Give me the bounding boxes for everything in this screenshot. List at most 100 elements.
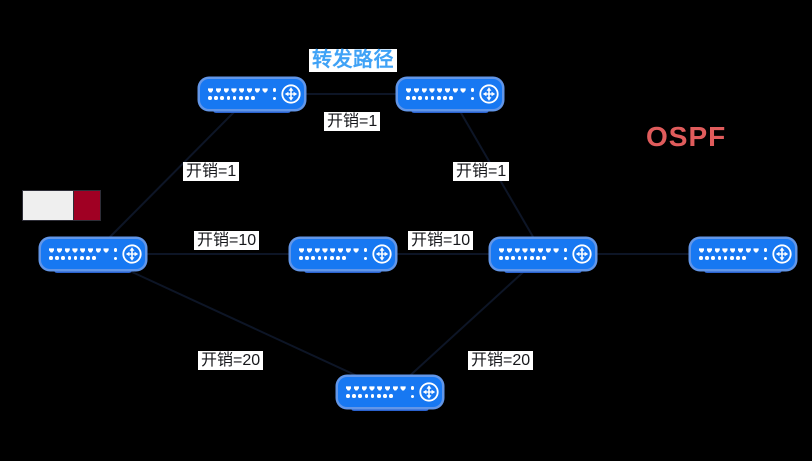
router-arrows-icon bbox=[372, 244, 392, 264]
led-dot-icon bbox=[220, 96, 224, 100]
led-dot-icon bbox=[299, 256, 303, 260]
led-dot-icon bbox=[389, 394, 393, 398]
port-icon bbox=[530, 248, 536, 253]
router-mid-3[interactable] bbox=[491, 239, 595, 275]
led-dot-icon bbox=[208, 96, 212, 100]
led-dot-icon bbox=[383, 394, 387, 398]
router-ports bbox=[406, 88, 466, 100]
led-dot-icon bbox=[406, 96, 410, 100]
led-dot-icon bbox=[529, 256, 534, 260]
port-icon bbox=[369, 386, 375, 391]
led-dot-icon bbox=[61, 256, 65, 260]
port-row-top bbox=[299, 248, 359, 253]
router-chassis bbox=[491, 239, 595, 269]
router-mid-dest[interactable] bbox=[691, 239, 795, 275]
led-dot-icon bbox=[55, 256, 59, 260]
link-line bbox=[92, 93, 253, 255]
port-icon bbox=[223, 88, 229, 93]
led-dot-icon bbox=[711, 256, 715, 260]
port-icon bbox=[239, 88, 245, 93]
router-chassis bbox=[200, 79, 304, 109]
link-line bbox=[391, 253, 544, 393]
port-icon bbox=[353, 248, 359, 253]
separator-dots bbox=[470, 88, 474, 100]
port-icon bbox=[103, 248, 109, 253]
router-ports bbox=[49, 248, 109, 260]
led-dot-icon bbox=[430, 96, 435, 100]
port-icon bbox=[64, 248, 70, 253]
separator-dots bbox=[363, 248, 367, 260]
led-dot-icon bbox=[705, 256, 709, 260]
port-icon bbox=[421, 88, 427, 93]
router-bottom[interactable] bbox=[338, 377, 442, 413]
port-icon bbox=[413, 88, 419, 93]
port-icon bbox=[499, 248, 505, 253]
led-dot-icon bbox=[418, 96, 422, 100]
router-arrows-icon bbox=[281, 84, 301, 104]
led-dot-icon bbox=[342, 256, 346, 260]
led-dot-icon bbox=[517, 256, 522, 260]
port-icon bbox=[215, 88, 221, 93]
port-icon bbox=[730, 248, 736, 253]
led-dot-icon bbox=[311, 256, 315, 260]
port-icon bbox=[72, 248, 78, 253]
led-dot-icon bbox=[251, 96, 255, 100]
led-dot-icon bbox=[742, 256, 746, 260]
led-dot-icon bbox=[238, 96, 243, 100]
led-dot-icon bbox=[443, 96, 447, 100]
led-dot-icon bbox=[329, 256, 334, 260]
port-icon bbox=[299, 248, 305, 253]
port-icon bbox=[745, 248, 751, 253]
cost-label: 开销=10 bbox=[408, 231, 474, 251]
port-icon bbox=[361, 386, 367, 391]
led-dot-icon bbox=[729, 256, 734, 260]
port-icon bbox=[537, 248, 544, 253]
port-icon bbox=[737, 248, 744, 253]
cost-label: 开销=1 bbox=[453, 162, 510, 182]
port-icon bbox=[87, 248, 94, 253]
led-dot-icon bbox=[449, 96, 453, 100]
port-icon bbox=[706, 248, 712, 253]
port-row-bottom bbox=[49, 256, 109, 260]
router-arrows-icon bbox=[772, 244, 792, 264]
port-icon bbox=[506, 248, 512, 253]
led-dot-icon bbox=[317, 256, 322, 260]
router-arrows-icon bbox=[479, 84, 499, 104]
forwarding-path-title: 转发路径 bbox=[309, 49, 397, 72]
led-dot-icon bbox=[364, 394, 369, 398]
led-dot-icon bbox=[245, 96, 249, 100]
led-dot-icon bbox=[358, 394, 362, 398]
cost-label: 开销=10 bbox=[194, 231, 260, 251]
flag-marker bbox=[22, 190, 101, 221]
router-ports bbox=[299, 248, 359, 260]
router-arrows-icon bbox=[572, 244, 592, 264]
port-row-bottom bbox=[208, 96, 268, 100]
port-icon bbox=[722, 248, 728, 253]
port-icon bbox=[400, 386, 406, 391]
port-icon bbox=[384, 386, 391, 391]
port-row-bottom bbox=[346, 394, 406, 398]
port-row-top bbox=[208, 88, 268, 93]
cost-label: 开销=20 bbox=[198, 351, 264, 371]
led-dot-icon bbox=[542, 256, 546, 260]
router-top-right[interactable] bbox=[398, 79, 502, 115]
port-icon bbox=[337, 248, 344, 253]
port-row-bottom bbox=[299, 256, 359, 260]
router-chassis bbox=[398, 79, 502, 109]
led-dot-icon bbox=[370, 394, 375, 398]
port-icon bbox=[699, 248, 705, 253]
port-icon bbox=[345, 248, 351, 253]
router-mid-source[interactable] bbox=[41, 239, 145, 275]
port-icon bbox=[514, 248, 520, 253]
led-dot-icon bbox=[346, 394, 350, 398]
port-icon bbox=[262, 88, 268, 93]
port-row-top bbox=[499, 248, 559, 253]
router-chassis bbox=[338, 377, 442, 407]
separator-dots bbox=[763, 248, 767, 260]
led-dot-icon bbox=[499, 256, 503, 260]
router-ports bbox=[699, 248, 759, 260]
router-top-left[interactable] bbox=[200, 79, 304, 115]
led-dot-icon bbox=[86, 256, 90, 260]
port-icon bbox=[406, 88, 412, 93]
router-mid-2[interactable] bbox=[291, 239, 395, 275]
